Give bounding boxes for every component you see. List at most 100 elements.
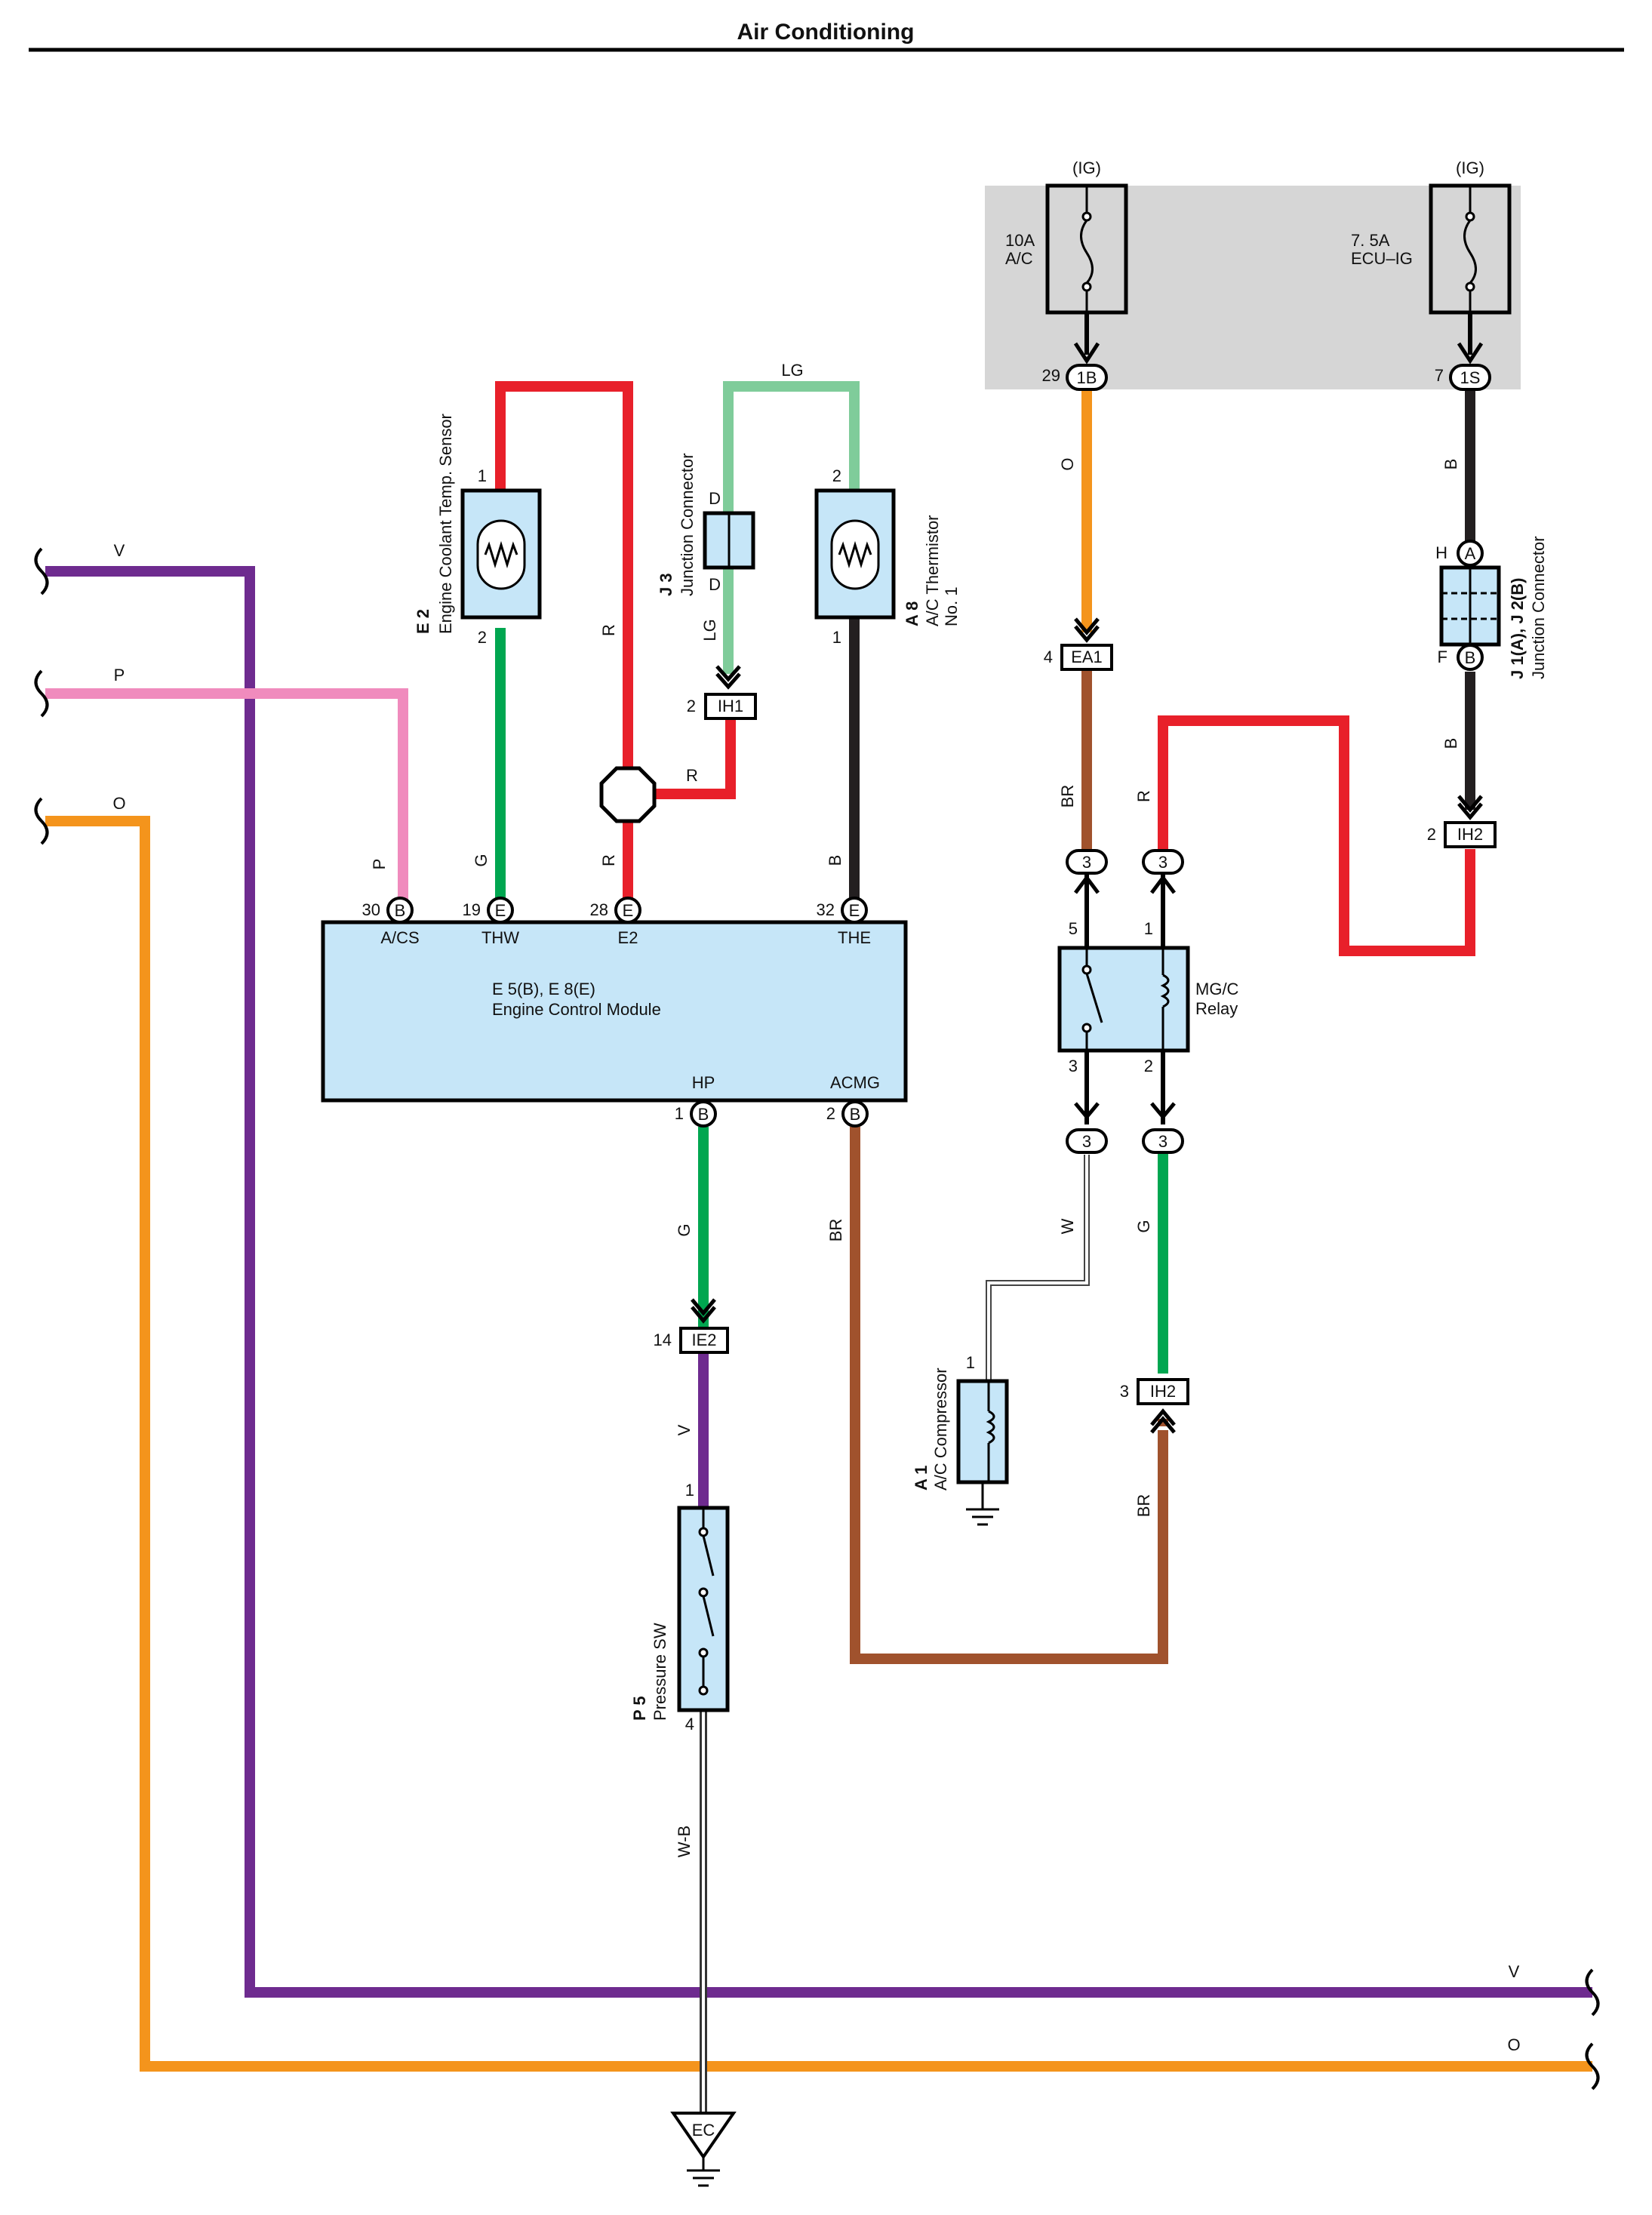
compressor-body xyxy=(956,1379,1009,1484)
ih1-pin: 2 xyxy=(687,697,696,715)
ea1-connector: 4 EA1 xyxy=(1044,617,1113,671)
a8-pin-bottom: 1 xyxy=(832,628,841,647)
jc-name: Junction Connector xyxy=(1529,536,1548,679)
svg-text:32: 32 xyxy=(817,900,835,919)
label-hp-g: G xyxy=(675,1223,694,1236)
ih1-label: IH1 xyxy=(718,697,743,715)
label-ih2-br: BR xyxy=(1134,1494,1153,1518)
page-title: Air Conditioning xyxy=(737,20,915,45)
label-pressure-wb: W-B xyxy=(675,1826,694,1857)
jc-conn-bottom: B xyxy=(1465,648,1476,667)
a8-pin-top: 2 xyxy=(832,466,841,485)
fuse-box-background xyxy=(985,186,1521,389)
splice-point xyxy=(599,766,657,823)
wire-r-to-ih1 xyxy=(628,718,736,799)
ih2-bottom-connector: 3 IH2 xyxy=(1120,1378,1189,1434)
ecm: 30 B A/CS 19 E THW 28 E E2 32 E THE E 5(… xyxy=(321,897,908,1127)
label-the-b: B xyxy=(826,855,844,866)
wire-left-o xyxy=(45,816,1592,2072)
wire-relay-w-outline xyxy=(986,1155,1090,1381)
fuse-7-5a: (IG) 7. 5A ECU–IG 7 1S xyxy=(1351,158,1512,391)
fuse-7-5a-name: ECU–IG xyxy=(1351,249,1413,268)
label-jc-b: B xyxy=(1441,738,1460,749)
svg-text:30: 30 xyxy=(362,900,380,919)
relay-connector-top-left: 3 xyxy=(1082,853,1091,872)
j3-junction: D D J 3 Junction Connector xyxy=(657,453,755,596)
label-lg-top: LG xyxy=(781,361,803,380)
ih2-top-label: IH2 xyxy=(1457,825,1483,844)
break-marks xyxy=(34,547,1600,2090)
svg-text:E: E xyxy=(623,901,634,920)
fuse-7-5a-source: (IG) xyxy=(1456,158,1484,177)
ecm-pin-thw: 19 E THW xyxy=(463,897,519,947)
label-e2-r-bottom: R xyxy=(599,854,618,866)
pressure-name: Pressure SW xyxy=(651,1623,669,1721)
relay-pin2: 2 xyxy=(1144,1057,1153,1075)
wire-lg-top xyxy=(723,381,860,513)
j3-pin-bottom: D xyxy=(709,575,721,594)
svg-text:THE: THE xyxy=(838,928,871,947)
ground-label: EC xyxy=(692,2121,715,2140)
break-mark-left-v xyxy=(34,547,49,595)
ecm-code: E 5(B), E 8(E) xyxy=(492,980,595,998)
e2-code: E 2 xyxy=(414,609,432,634)
jc-pin-bottom: F xyxy=(1438,648,1447,666)
ih2-bottom-label: IH2 xyxy=(1150,1382,1176,1401)
j3-code: J 3 xyxy=(657,573,675,596)
jc-code: J 1(A), J 2(B) xyxy=(1508,578,1527,679)
pressure-code: P 5 xyxy=(630,1696,649,1721)
svg-text:THW: THW xyxy=(481,928,519,947)
label-ea1-br: BR xyxy=(1058,785,1077,808)
e2-sensor: 1 2 E 2 Engine Coolant Temp. Sensor xyxy=(414,414,542,647)
ac-compressor: 1 A 1 A/C Compressor xyxy=(912,1353,1009,1526)
ie2-pin: 14 xyxy=(654,1331,672,1349)
label-acmg-br: BR xyxy=(826,1219,845,1242)
compressor-code: A 1 xyxy=(912,1466,931,1491)
relay-connector-bottom-right: 3 xyxy=(1158,1132,1167,1151)
label-relay-w: W xyxy=(1058,1218,1077,1234)
break-mark-right-o xyxy=(1585,2042,1600,2090)
wire-relay-w xyxy=(987,1155,1088,1381)
jc-pin-top: H xyxy=(1435,543,1447,562)
a8-code: A 8 xyxy=(903,601,921,626)
fuse-10a-pin: 29 xyxy=(1042,366,1060,385)
jc-conn-top: A xyxy=(1465,544,1476,563)
fuse-10a-source: (IG) xyxy=(1072,158,1101,177)
fuse-7-5a-connector-label: 1S xyxy=(1460,368,1481,387)
svg-text:ACMG: ACMG xyxy=(830,1073,880,1092)
svg-text:19: 19 xyxy=(463,900,481,919)
relay-name-line1: MG/C xyxy=(1195,980,1239,998)
svg-text:E2: E2 xyxy=(618,928,638,947)
ground-ec: EC xyxy=(670,2112,737,2187)
svg-text:B: B xyxy=(395,901,406,920)
relay-connector-top-right: 3 xyxy=(1158,853,1167,872)
break-mark-right-v xyxy=(1585,1968,1600,2017)
fuse-10a-connector-label: 1B xyxy=(1077,368,1097,387)
ecm-pin-acs: 30 B A/CS xyxy=(362,897,420,947)
ecm-pin-hp: HP 1 B xyxy=(675,1073,717,1127)
svg-text:E: E xyxy=(495,901,506,920)
pressure-switch: 1 4 P 5 Pressure SW xyxy=(630,1481,730,1734)
compressor-pin: 1 xyxy=(966,1353,975,1372)
e2-pin-top: 1 xyxy=(478,466,487,485)
label-relay-g: G xyxy=(1134,1220,1153,1232)
wire-labels: V P O V O LG R P G R R LG B G V BR W-B O… xyxy=(112,361,1520,2054)
label-fuse-o: O xyxy=(1058,457,1077,470)
label-lg-down: LG xyxy=(700,619,719,641)
fuse-7-5a-pin: 7 xyxy=(1435,366,1444,385)
svg-text:2: 2 xyxy=(826,1104,835,1123)
fuse-10a-name: A/C xyxy=(1005,249,1033,268)
svg-text:B: B xyxy=(698,1105,709,1124)
a8-name-line1: A/C Thermistor xyxy=(923,515,942,626)
wire-relay-r xyxy=(1158,715,1475,956)
fuse-10a-connector xyxy=(1066,364,1108,391)
relay-pin3: 3 xyxy=(1069,1057,1078,1075)
a8-thermistor: 2 1 A 8 A/C Thermistor No. 1 xyxy=(814,466,961,647)
wire-e2-r-top xyxy=(495,381,633,794)
label-thw-g: G xyxy=(472,854,491,866)
svg-text:28: 28 xyxy=(590,900,608,919)
j3-name: Junction Connector xyxy=(678,453,697,596)
e2-name: Engine Coolant Temp. Sensor xyxy=(436,414,455,634)
j3-pin-top: D xyxy=(709,489,721,508)
